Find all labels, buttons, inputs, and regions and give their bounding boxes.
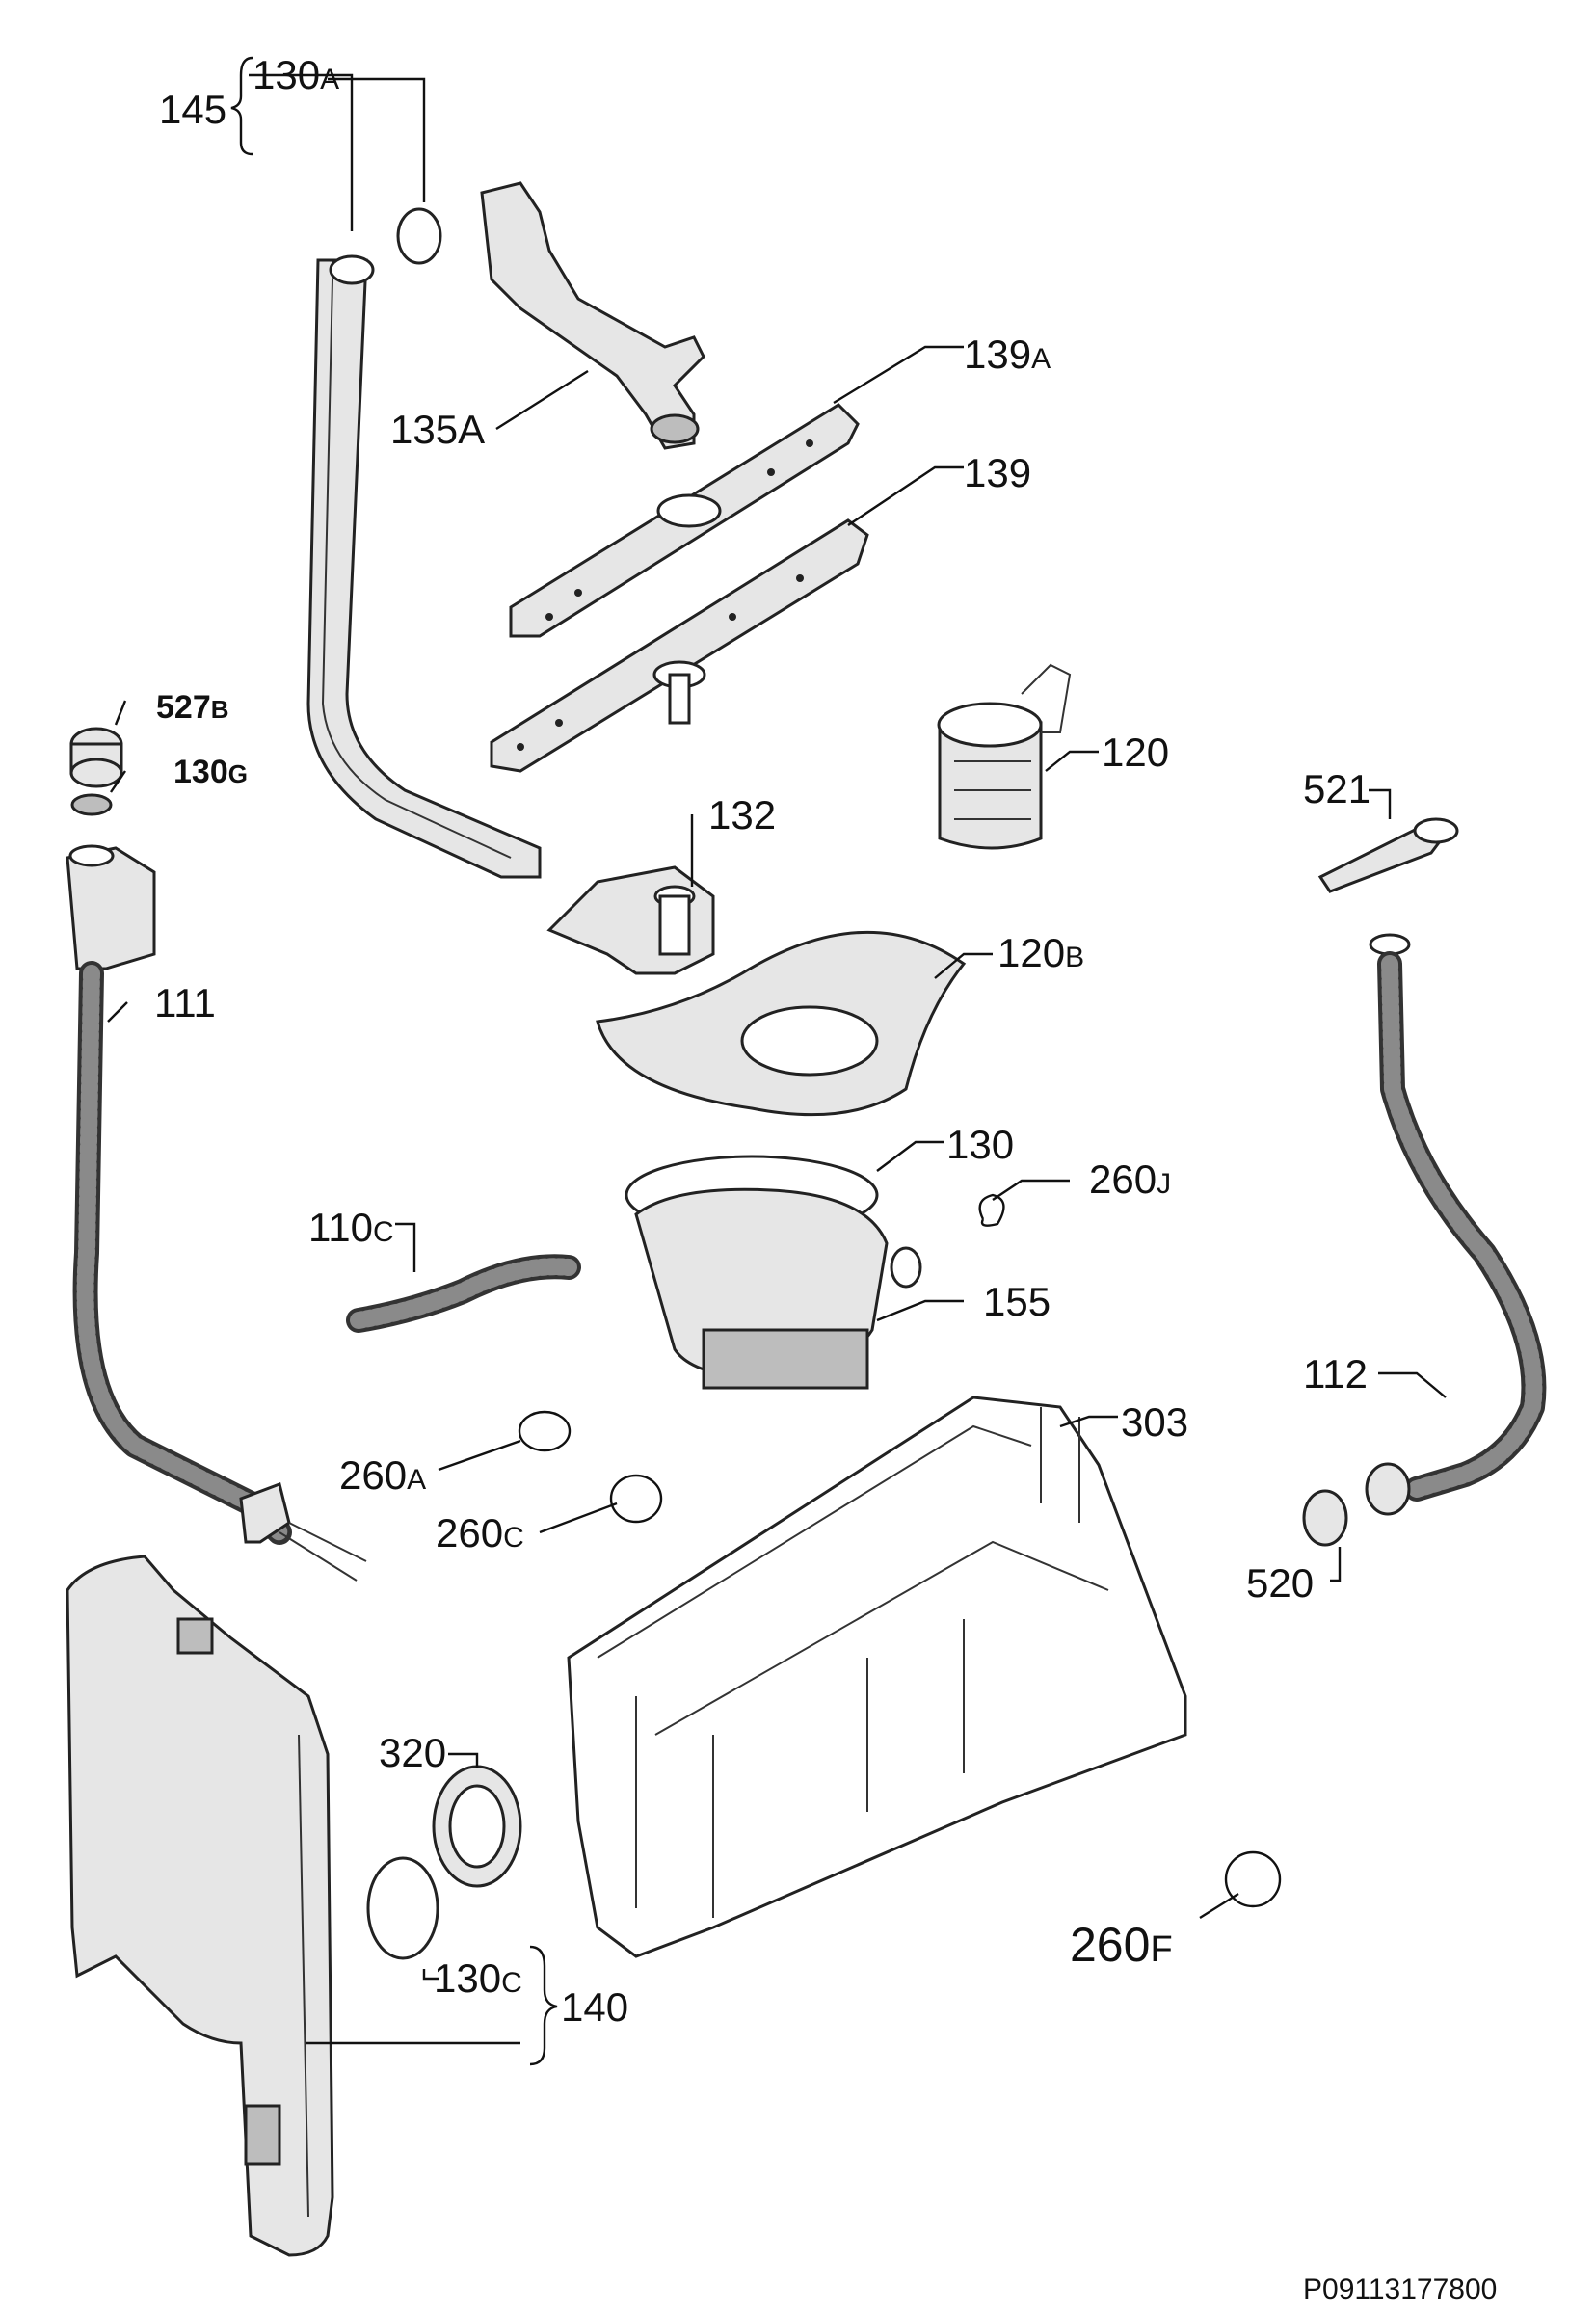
part-135a-spray-arm-support [480,181,705,450]
label-260j: 260J [1089,1156,1171,1202]
label-139: 139 [964,450,1031,495]
part-120-filter [937,663,1072,850]
label-527b: 527B [156,689,229,726]
label-130c: 130C [434,1955,522,2001]
part-130c-ring [366,1856,439,1960]
label-303: 303 [1121,1399,1188,1445]
part-130g-washer [70,793,113,816]
part-260c-clip [609,1474,663,1524]
label-155: 155 [983,1279,1051,1324]
label-130: 130 [946,1122,1014,1167]
part-145-supply-pipe [306,254,542,879]
part-132-sensor-module [546,865,715,975]
part-111-inlet-hose [66,844,367,1582]
part-110c-corrugated-hose [346,1254,581,1333]
part-120b-filter-plate [596,930,967,1117]
part-112-drain-hose [1365,933,1547,1516]
part-527b-cap [69,727,123,788]
label-135a: 135A [390,407,485,452]
part-260f-clamp [1224,1850,1282,1908]
label-260f: 260F [1070,1918,1173,1972]
label-130g: 130G [173,754,248,790]
part-260j-clip [978,1193,1005,1227]
label-111: 111 [154,980,216,1025]
part-140-side-panel [66,1555,334,2257]
part-260a-clip [518,1410,572,1452]
brace-140 [529,1945,558,2066]
label-120: 120 [1102,730,1169,775]
label-520: 520 [1246,1560,1314,1606]
part-130a-o-ring [396,207,442,265]
label-140: 140 [561,1984,628,2030]
part-520-clamp [1302,1489,1348,1547]
label-320: 320 [379,1730,446,1775]
part-521-tool [1317,817,1459,893]
label-110c: 110C [308,1205,394,1250]
label-260a: 260A [339,1452,426,1498]
label-521: 521 [1303,766,1370,811]
label-130a: 130A [253,52,339,97]
part-303-base-frame [567,1396,1187,1958]
label-132: 132 [708,792,776,837]
part-155-sump [634,1187,922,1390]
label-120b: 120B [998,930,1084,975]
label-139a: 139A [964,332,1051,377]
leader-lines [107,73,1447,2045]
brace-145 [230,56,253,156]
part-139-lower-spray-arm [490,518,869,773]
label-145: 145 [159,87,226,132]
label-112: 112 [1303,1351,1368,1396]
document-code: P09113177800 [1303,2273,1497,2305]
label-260c: 260C [436,1510,524,1555]
part-139a-upper-spray-arm [509,403,860,638]
